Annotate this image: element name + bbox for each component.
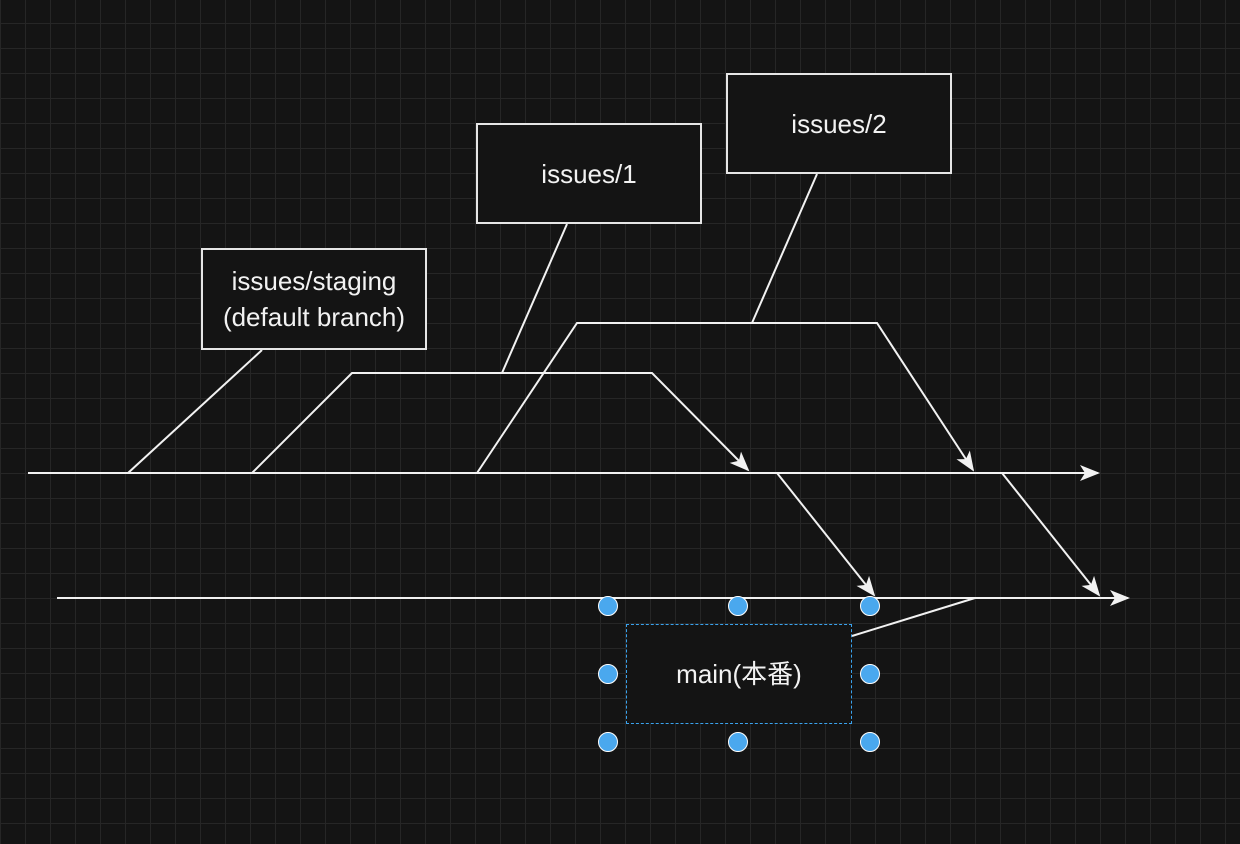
resize-handle-top-left[interactable] <box>598 596 618 616</box>
resize-handle-bottom-center[interactable] <box>728 732 748 752</box>
merge-1-to-main[interactable] <box>776 472 876 597</box>
staging-branch-label[interactable]: issues/staging (default branch) <box>201 248 427 350</box>
resize-handle-bottom-left[interactable] <box>598 732 618 752</box>
resize-handle-top-center[interactable] <box>728 596 748 616</box>
resize-handle-bottom-right[interactable] <box>860 732 880 752</box>
main-branch-label[interactable]: main(本番) <box>626 624 852 724</box>
merge-2-to-main[interactable] <box>1001 472 1101 597</box>
resize-handle-middle-left[interactable] <box>598 664 618 684</box>
resize-handle-top-right[interactable] <box>860 596 880 616</box>
issue2-branch[interactable] <box>476 322 975 474</box>
issue1-branch-label[interactable]: issues/1 <box>476 123 702 224</box>
issue2-label-connector[interactable] <box>751 173 818 324</box>
resize-handle-middle-right[interactable] <box>860 664 880 684</box>
main-label-connector[interactable] <box>851 597 976 637</box>
issue2-branch-label[interactable]: issues/2 <box>726 73 952 174</box>
issue1-label-connector[interactable] <box>501 223 568 374</box>
staging-label-connector[interactable] <box>127 349 263 474</box>
issue1-branch[interactable] <box>251 372 750 474</box>
